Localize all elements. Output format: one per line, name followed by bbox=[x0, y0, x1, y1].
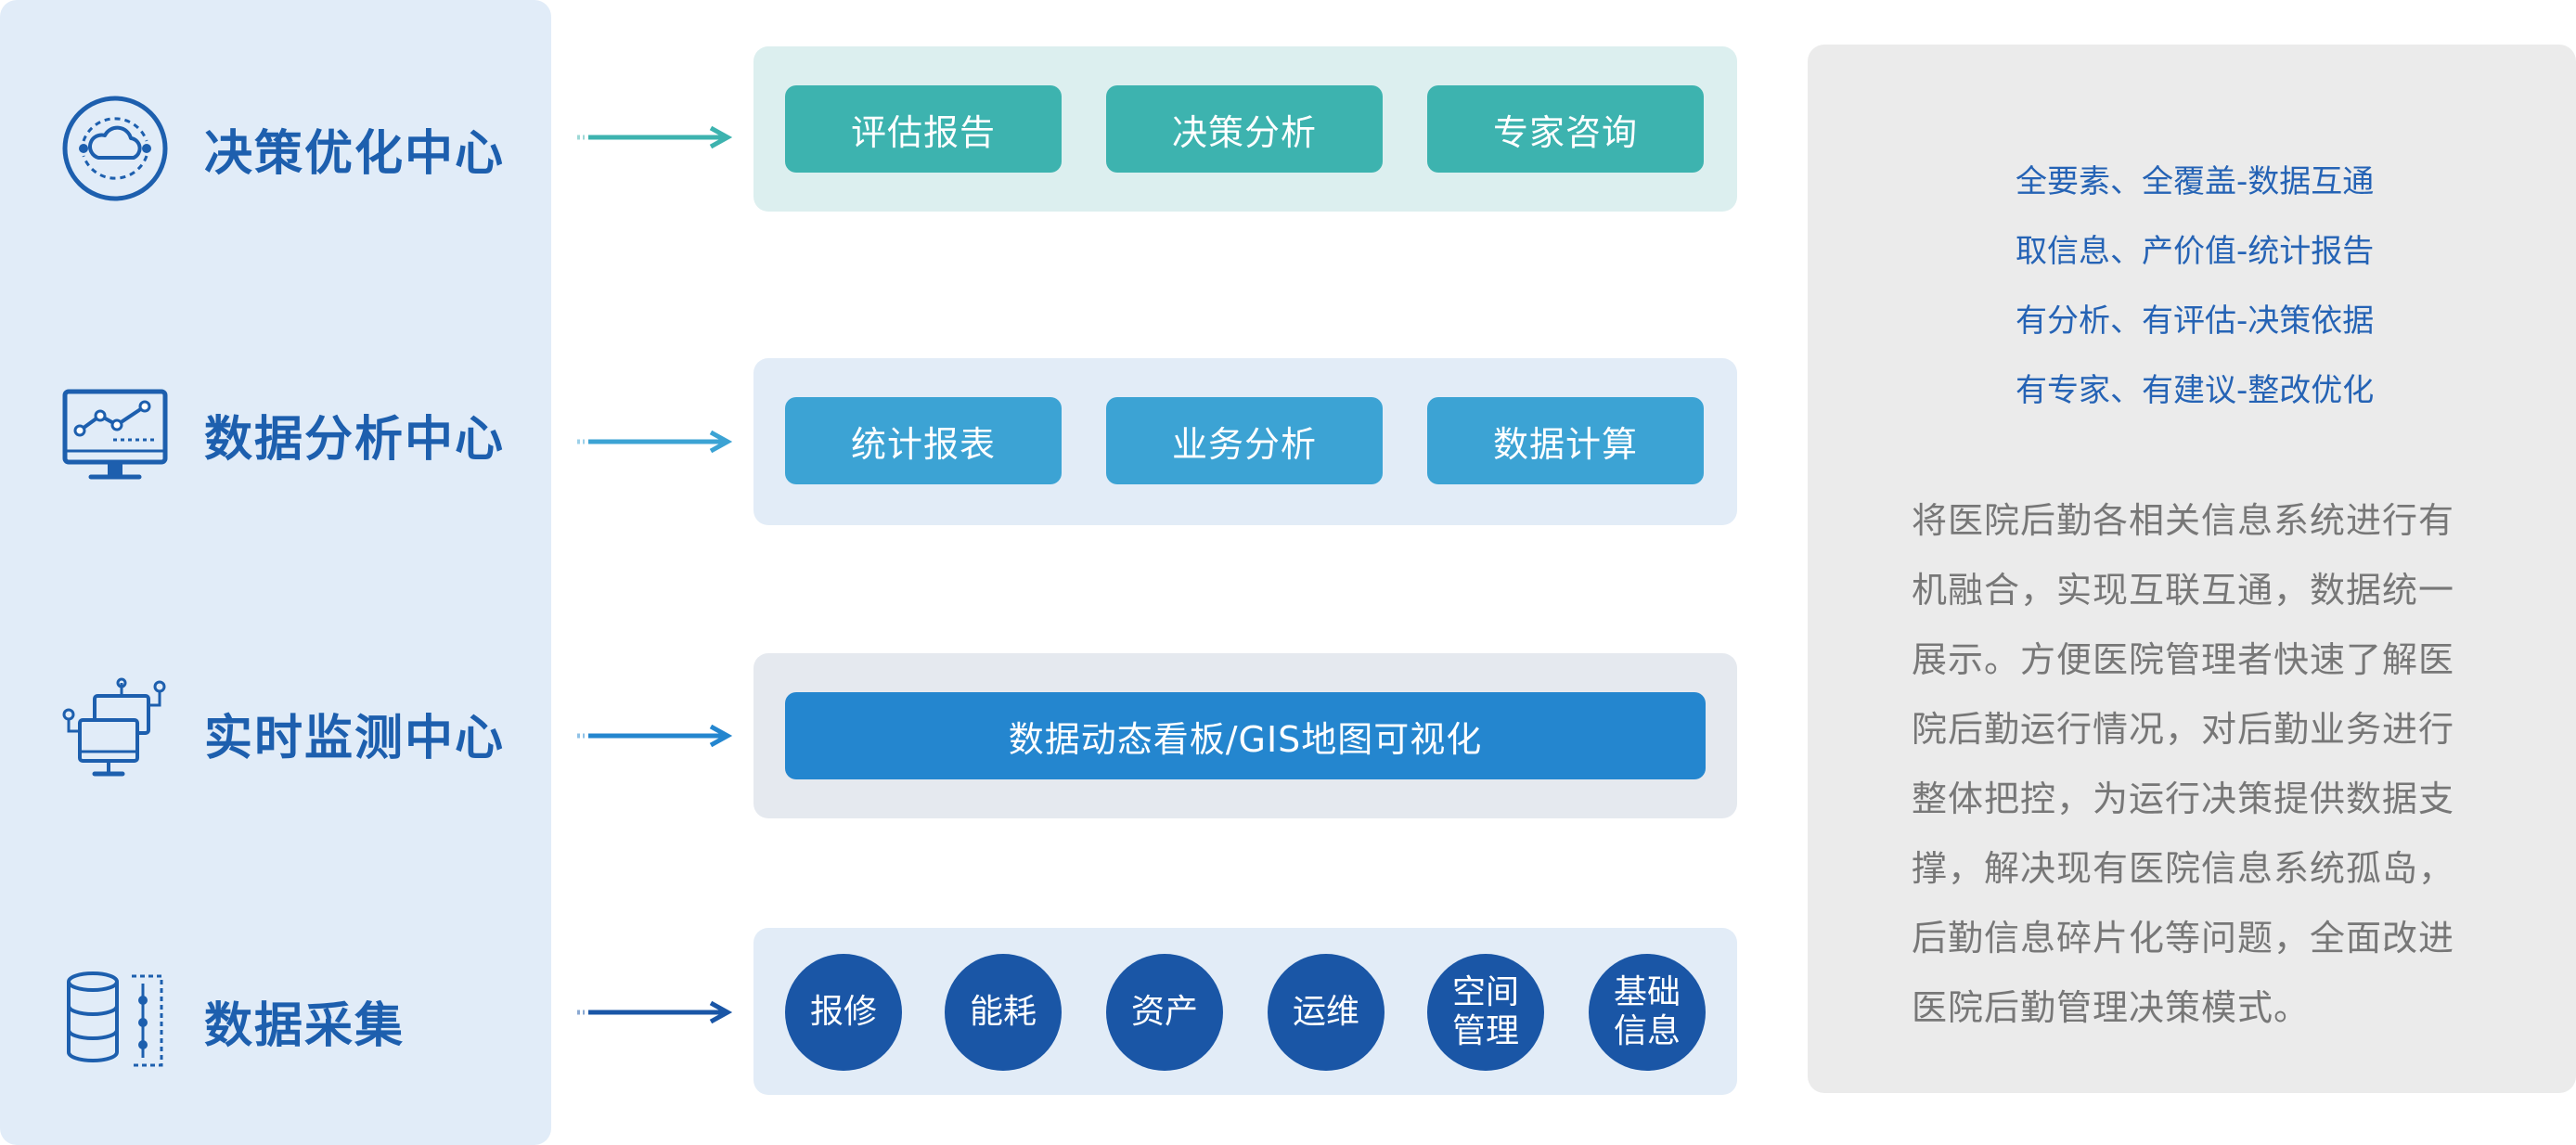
center-collection: 数据采集 bbox=[59, 965, 542, 1076]
arrow-right-icon bbox=[577, 431, 733, 453]
monitoring-layer-box: 数据动态看板/GIS地图可视化 bbox=[753, 653, 1737, 818]
collection-circle: 基础信息 bbox=[1589, 954, 1706, 1071]
analysis-pill: 数据计算 bbox=[1427, 397, 1704, 484]
summary-description: 将医院后勤各相关信息系统进行有机融合，实现互联互通，数据统一展示。方便医院管理者… bbox=[1912, 500, 2455, 1028]
summary-bullets: 全要素、全覆盖-数据互通 取信息、产价值-统计报告 有分析、有评估-决策依据 有… bbox=[2016, 161, 2535, 440]
center-title: 数据采集 bbox=[204, 997, 406, 1054]
collection-layer-box: 报修 能耗 资产 运维 空间管理 基础信息 bbox=[753, 928, 1737, 1095]
collection-circle: 报修 bbox=[785, 954, 902, 1071]
monitor-chart-icon bbox=[62, 389, 168, 480]
analysis-layer-box: 统计报表 业务分析 数据计算 bbox=[753, 358, 1737, 525]
analysis-pill: 统计报表 bbox=[785, 397, 1062, 484]
center-title: 实时监测中心 bbox=[204, 710, 506, 766]
analysis-pill: 业务分析 bbox=[1106, 397, 1383, 484]
summary-bullet: 有分析、有评估-决策依据 bbox=[2016, 302, 2375, 340]
arrow-right-icon bbox=[577, 725, 733, 747]
center-title: 决策优化中心 bbox=[204, 125, 506, 182]
summary-bullet: 取信息、产价值-统计报告 bbox=[2016, 233, 2375, 270]
cloud-cycle-icon bbox=[62, 96, 168, 201]
collection-circle: 资产 bbox=[1106, 954, 1223, 1071]
decision-layer-box: 评估报告 决策分析 专家咨询 bbox=[753, 46, 1737, 212]
database-flow-icon bbox=[67, 971, 163, 1067]
center-list-panel: 决策优化中心 数据分析中心 bbox=[0, 0, 551, 1145]
decision-pill: 决策分析 bbox=[1106, 85, 1383, 173]
summary-bullet: 全要素、全覆盖-数据互通 bbox=[2016, 163, 2375, 200]
collection-circle: 空间管理 bbox=[1427, 954, 1544, 1071]
summary-bullet: 有专家、有建议-整改优化 bbox=[2016, 372, 2375, 409]
collection-circle: 能耗 bbox=[945, 954, 1062, 1071]
decision-pill: 评估报告 bbox=[785, 85, 1062, 173]
monitor-network-icon bbox=[62, 677, 166, 777]
center-analysis: 数据分析中心 bbox=[59, 379, 542, 490]
decision-pill: 专家咨询 bbox=[1427, 85, 1704, 173]
arrow-right-icon bbox=[577, 126, 733, 148]
center-title: 数据分析中心 bbox=[204, 411, 506, 468]
center-monitoring: 实时监测中心 bbox=[59, 677, 542, 789]
center-decision: 决策优化中心 bbox=[59, 93, 542, 204]
dashboard-pill: 数据动态看板/GIS地图可视化 bbox=[785, 692, 1706, 779]
arrow-right-icon bbox=[577, 1001, 733, 1023]
summary-panel: 全要素、全覆盖-数据互通 取信息、产价值-统计报告 有分析、有评估-决策依据 有… bbox=[1808, 45, 2576, 1093]
collection-circle: 运维 bbox=[1268, 954, 1385, 1071]
